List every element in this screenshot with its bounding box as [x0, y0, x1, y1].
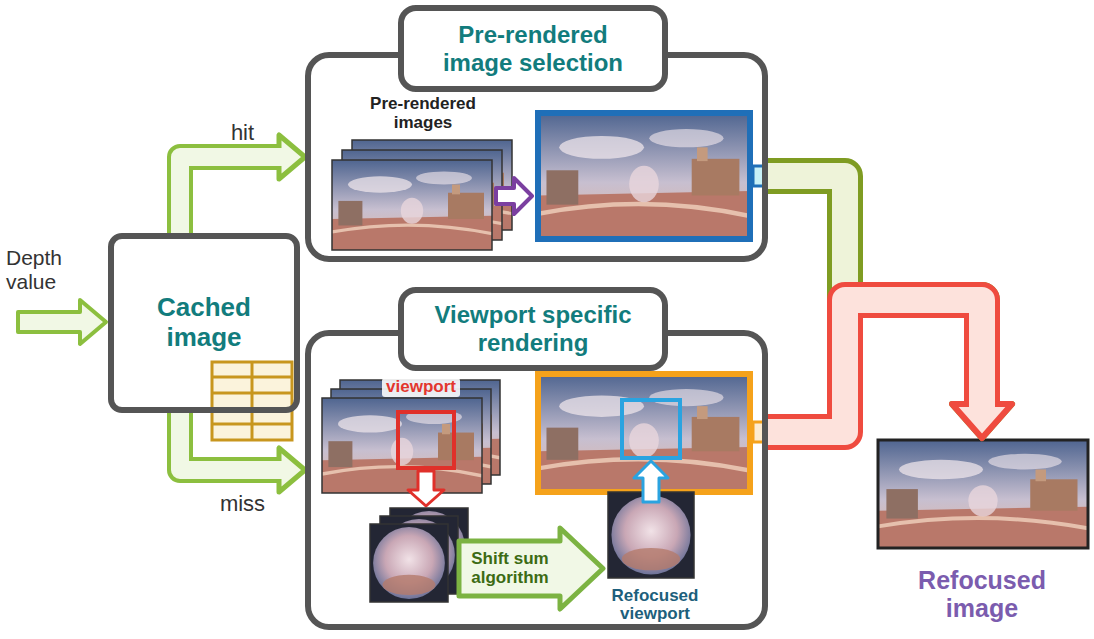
panel-heading: Viewport specific rendering: [398, 287, 668, 371]
edge-label: miss: [220, 492, 265, 516]
panorama: [538, 113, 750, 239]
node-label: Cached image: [139, 293, 269, 353]
table-line: [251, 362, 254, 440]
input-arrow: [18, 300, 106, 344]
flow-arrow: [768, 300, 1012, 438]
table-frame: [212, 362, 292, 440]
arrow-head: [952, 404, 1012, 438]
arrow-shape: [459, 528, 603, 609]
table-line: [212, 423, 292, 426]
image-frame: [332, 160, 492, 250]
image-tile: Refocused viewport: [599, 490, 711, 624]
image-frame: [322, 398, 482, 493]
image-stack: [332, 140, 512, 250]
node-label: Shift sum algorithm: [464, 550, 556, 587]
image-stack: [322, 380, 500, 493]
fisheye-image: [370, 524, 448, 602]
viewport-square: [622, 400, 680, 458]
algorithm-arrow: Shift sum algorithm: [456, 525, 606, 612]
crop-arrow: [408, 471, 444, 506]
select-arrow: [496, 178, 532, 214]
panel: Viewport specific renderingviewportShift…: [305, 330, 768, 630]
flow-arrow: [768, 176, 1012, 438]
edge-label: hit: [231, 121, 254, 145]
viewport-square: [398, 412, 454, 468]
flow-arrow: [180, 135, 305, 233]
cache-box: Cached image: [108, 233, 300, 413]
arrow-outline: [768, 300, 982, 432]
input-label: Depth value: [6, 246, 70, 293]
image-frame: [608, 492, 694, 578]
arrow-body: [768, 300, 982, 432]
image-stack: viewport: [322, 378, 500, 494]
image-frame: [370, 524, 448, 602]
paste-arrow: [634, 461, 668, 502]
image-stack: Pre-rendered images: [330, 94, 516, 254]
node-label: viewport: [382, 378, 460, 397]
panorama: [332, 160, 492, 250]
node-label: Refocused image: [897, 566, 1067, 622]
panorama: [878, 440, 1088, 548]
table-line: [212, 392, 292, 395]
viewport-stack: [370, 508, 468, 602]
panel: Pre-rendered image selectionPre-rendered…: [305, 52, 768, 262]
flow-arrow: [180, 413, 305, 492]
arrow-outline: [180, 157, 279, 233]
arrow-body: [180, 157, 283, 233]
panorama: [322, 398, 482, 493]
selected-frame: [538, 113, 750, 239]
node-label: Pre-rendered images: [353, 94, 493, 132]
cache-table-icon: [212, 362, 292, 440]
node-label: Refocused viewport: [603, 587, 707, 624]
image-tile: Refocused image: [874, 438, 1090, 622]
arrow-body: [180, 413, 283, 470]
fisheye-image: [608, 492, 694, 578]
arrow-head: [952, 404, 1012, 438]
image-frame: [878, 440, 1088, 548]
panel-heading: Pre-rendered image selection: [398, 5, 668, 92]
table-line: [212, 376, 292, 379]
